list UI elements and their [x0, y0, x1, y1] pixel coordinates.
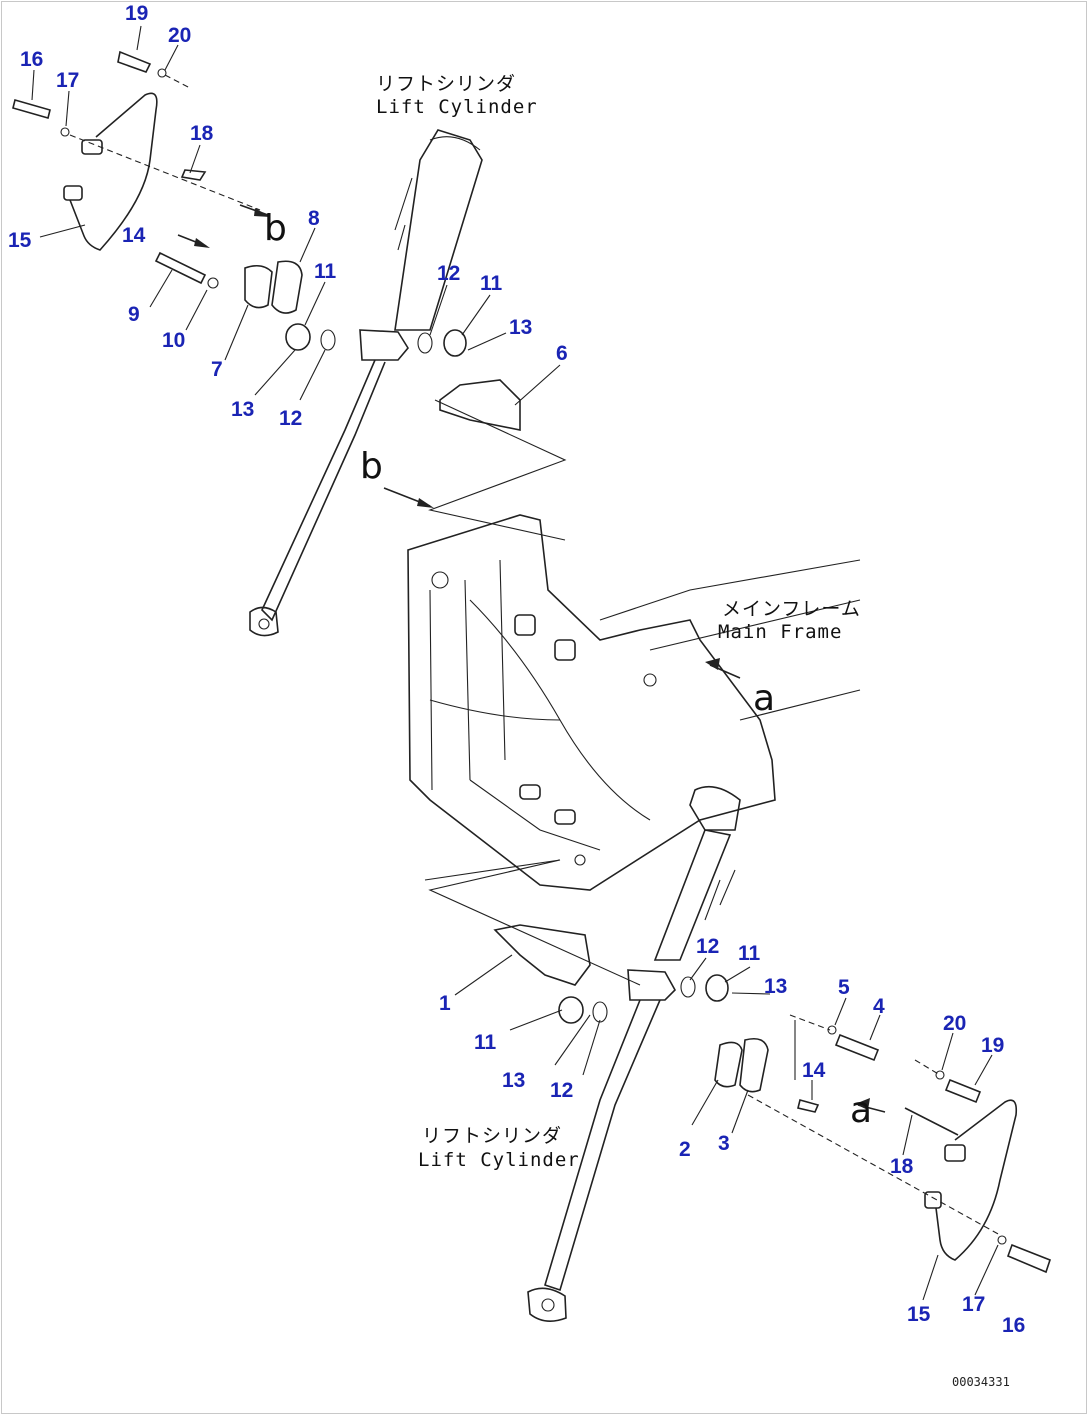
callout-13-lower-left: 13 — [502, 1069, 525, 1092]
view-marker-a-lower: a — [850, 1090, 872, 1131]
callout-6: 6 — [556, 342, 568, 365]
caption-main-frame-en: Main Frame — [718, 621, 842, 643]
leader-lines — [31, 25, 999, 1301]
callout-3: 3 — [718, 1132, 730, 1155]
callout-4: 4 — [873, 995, 885, 1018]
callout-11-lower: 11 — [738, 942, 761, 965]
callout-11: 11 — [314, 260, 337, 283]
caption-lift-cylinder-bottom-jp: リフトシリンダ — [422, 1125, 562, 1147]
callout-18: 18 — [190, 122, 214, 145]
callout-2: 2 — [679, 1138, 691, 1161]
callout-17-lower: 17 — [962, 1293, 985, 1316]
view-marker-b-upper: b — [264, 208, 287, 249]
main-frame — [407, 514, 861, 891]
callout-11-lower-left: 11 — [474, 1031, 497, 1054]
callout-1: 1 — [439, 992, 451, 1015]
caption-lift-cylinder-top-jp: リフトシリンダ — [376, 73, 516, 95]
callout-20-lower: 20 — [943, 1012, 966, 1035]
caption-lift-cylinder-top-en: Lift Cylinder — [376, 96, 538, 118]
callout-13-right: 13 — [509, 316, 532, 339]
caption-lift-cylinder-bottom-en: Lift Cylinder — [418, 1149, 580, 1171]
callout-19: 19 — [125, 2, 148, 25]
caption-main-frame-jp: メインフレーム — [722, 598, 861, 620]
callout-15: 15 — [8, 229, 32, 252]
callout-16: 16 — [20, 48, 43, 71]
callout-13: 13 — [231, 398, 254, 421]
callout-12: 12 — [279, 407, 302, 430]
pin-15-lower — [934, 1099, 1018, 1261]
lower-lift-cylinder — [527, 785, 741, 1322]
callout-16-lower: 16 — [1002, 1314, 1025, 1337]
view-marker-b-lower: b — [360, 446, 383, 487]
upper-parts — [12, 50, 567, 541]
lower-parts — [383, 487, 1051, 1274]
callout-20: 20 — [168, 24, 191, 47]
callout-9: 9 — [128, 303, 140, 326]
callout-12-lower: 12 — [696, 935, 719, 958]
callout-14-lower: 14 — [802, 1059, 826, 1082]
callout-13-lower: 13 — [764, 975, 787, 998]
drawing-code: 00034331 — [952, 1375, 1010, 1389]
callout-17: 17 — [56, 69, 79, 92]
callout-18-lower: 18 — [890, 1155, 914, 1178]
callout-11-right: 11 — [480, 272, 503, 295]
callout-7: 7 — [211, 358, 223, 381]
callout-19-lower: 19 — [981, 1034, 1004, 1057]
callout-12-lower-left: 12 — [550, 1079, 573, 1102]
upper-lift-cylinder — [249, 129, 483, 637]
callout-8: 8 — [308, 207, 320, 230]
pin-15-upper — [69, 92, 158, 251]
callout-14: 14 — [122, 224, 146, 247]
callout-12-right: 12 — [437, 262, 460, 285]
callout-5: 5 — [838, 976, 850, 999]
view-marker-a-right: a — [753, 678, 775, 719]
callout-10: 10 — [162, 329, 185, 352]
callout-15-lower: 15 — [907, 1303, 931, 1326]
